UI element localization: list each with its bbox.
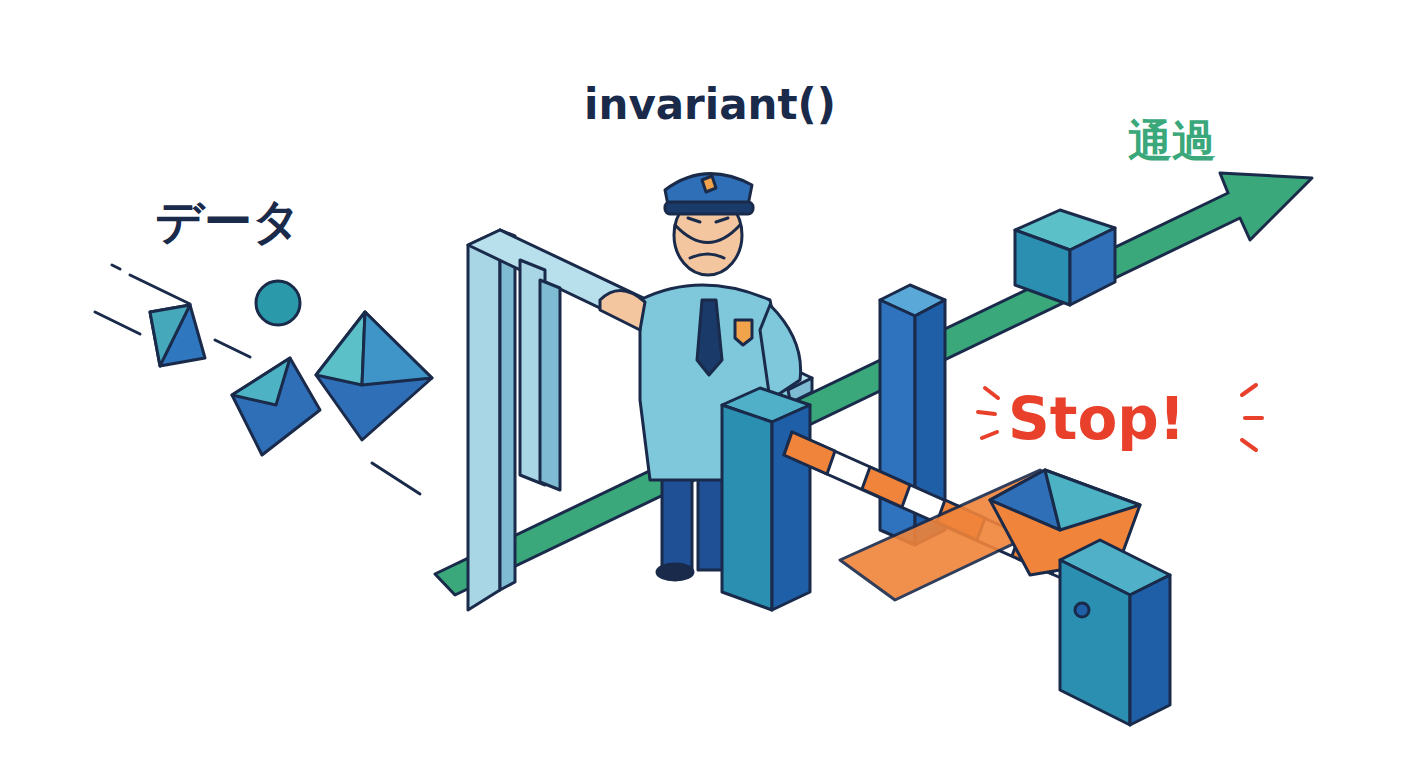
stop-label: Stop! <box>1008 385 1185 453</box>
data-label: データ <box>155 190 301 254</box>
pass-label: 通過 <box>1128 112 1216 171</box>
function-title: invariant() <box>584 80 836 129</box>
